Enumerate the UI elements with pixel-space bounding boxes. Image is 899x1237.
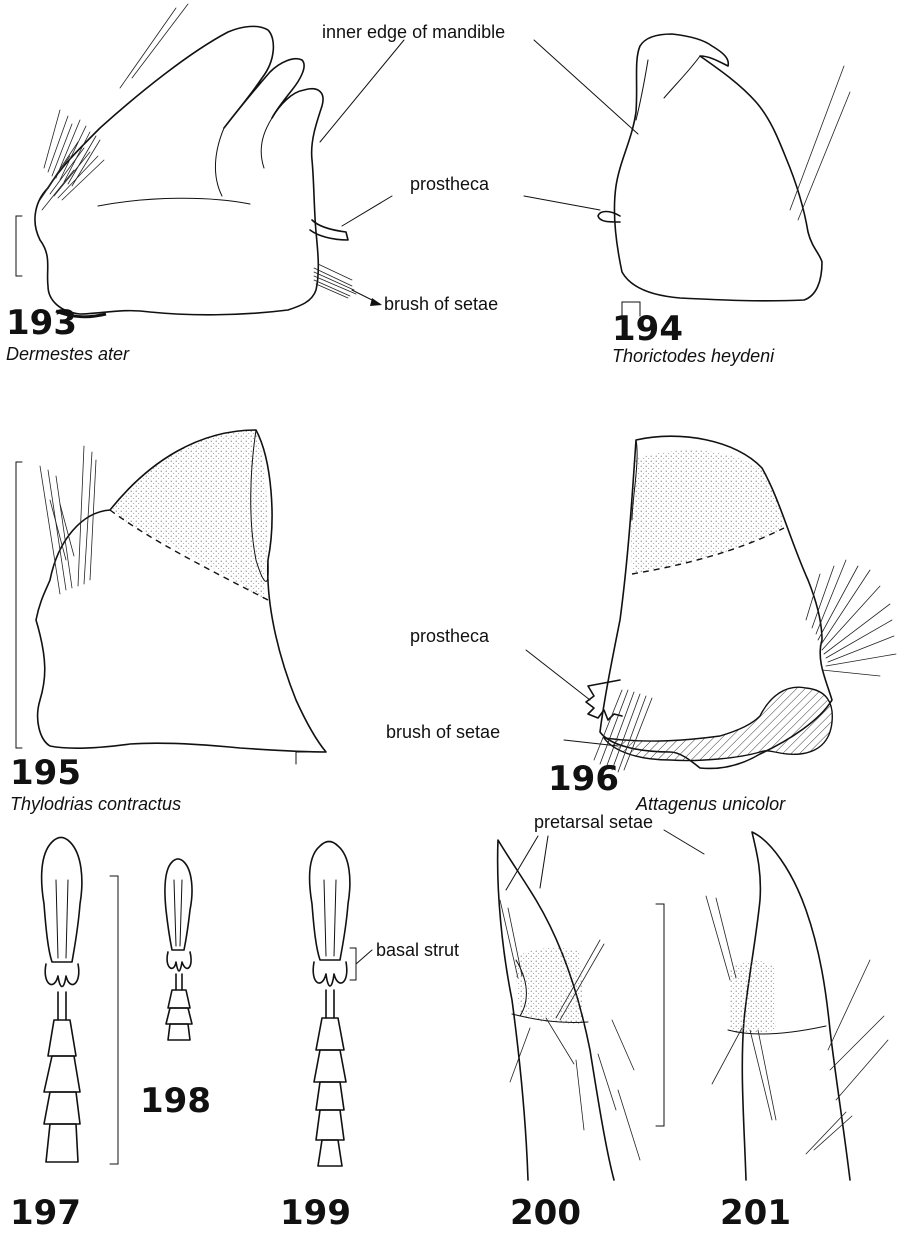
mandible-196	[586, 436, 896, 772]
label-inner-edge-of-mandible: inner edge of mandible	[322, 22, 505, 42]
figure-number-197: 197	[10, 1193, 81, 1233]
leader-lines-pretarsal	[506, 830, 704, 890]
pretarsus-197	[42, 838, 118, 1165]
label-basal-strut: basal strut	[376, 940, 459, 960]
mandible-194	[598, 34, 850, 316]
figure-number-193: 193	[6, 303, 77, 343]
figure-number-196: 196	[548, 759, 619, 799]
label-prostheca-196: prostheca	[410, 626, 490, 646]
species-name-193: Dermestes ater	[6, 344, 130, 364]
figure-number-201: 201	[720, 1193, 791, 1233]
pretarsus-200	[498, 840, 640, 1180]
label-brush-of-setae-193: brush of setae	[384, 294, 498, 314]
species-name-194: Thorictodes heydeni	[612, 346, 775, 366]
mandible-193	[16, 4, 356, 317]
figure-number-200: 200	[510, 1193, 581, 1233]
pretarsus-199	[310, 842, 372, 1167]
pretarsus-198	[165, 859, 192, 1040]
figure-number-194: 194	[612, 309, 683, 349]
species-name-195: Thylodrias contractus	[10, 794, 181, 814]
species-name-196: Attagenus unicolor	[635, 794, 786, 814]
figure-number-199: 199	[280, 1193, 351, 1233]
label-prostheca-193-194: prostheca	[410, 174, 490, 194]
figure-number-195: 195	[10, 753, 81, 793]
figure-number-198: 198	[140, 1081, 211, 1121]
mandible-195	[16, 430, 326, 764]
label-pretarsal-setae: pretarsal setae	[534, 812, 653, 832]
leader-lines-top	[320, 40, 638, 306]
label-brush-of-setae-196: brush of setae	[386, 722, 500, 742]
leader-lines-196	[526, 650, 618, 746]
pretarsus-201	[656, 832, 888, 1180]
